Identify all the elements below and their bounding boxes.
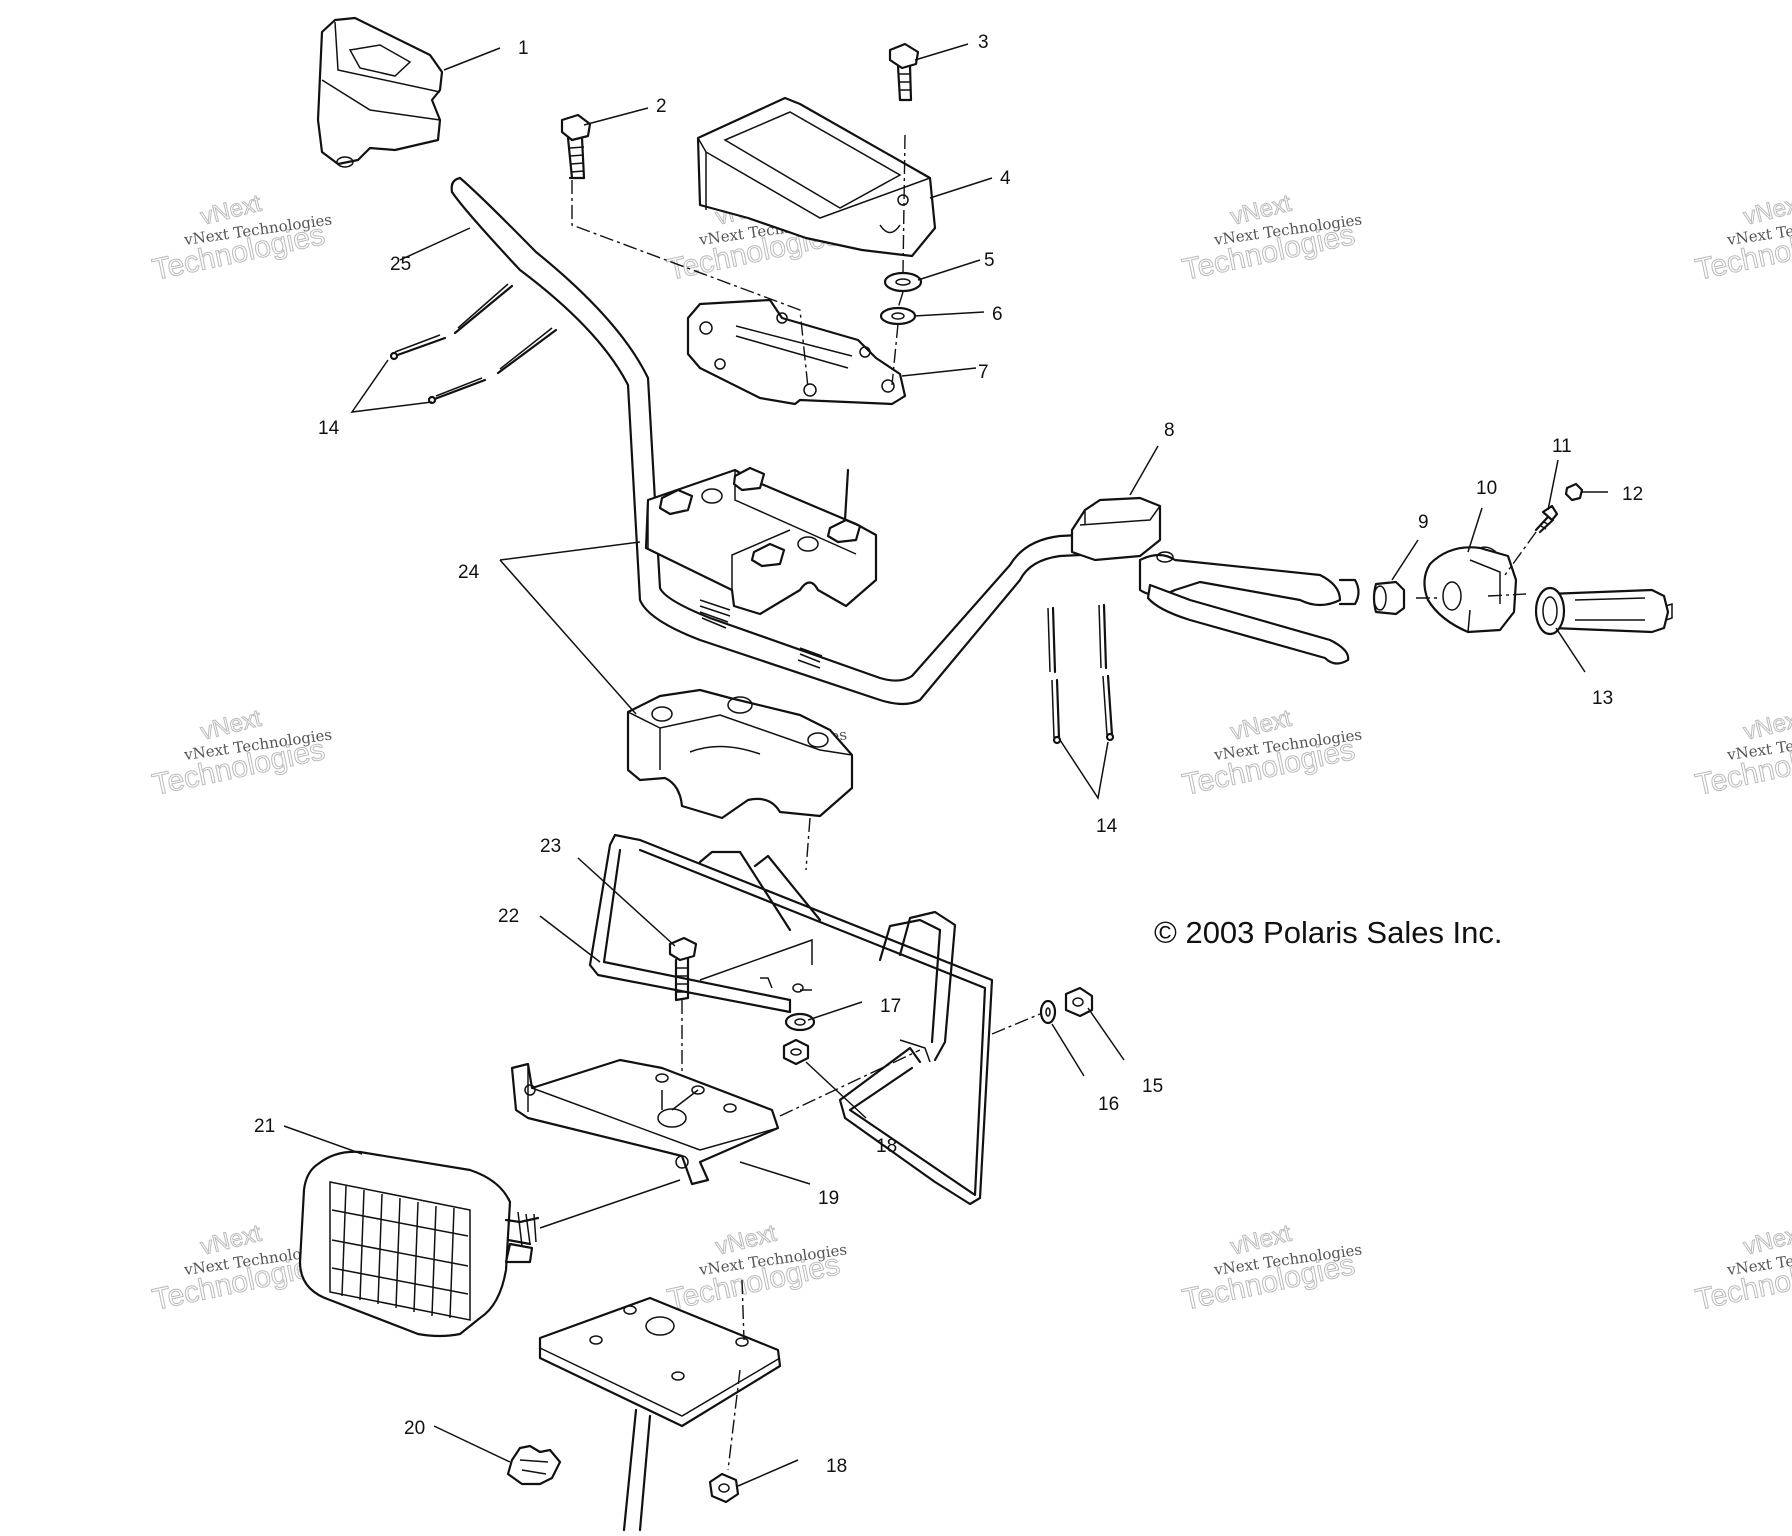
callout-13: 13: [1592, 688, 1613, 709]
callout-14-top: 14: [318, 418, 340, 439]
callout-18-upper: 18: [876, 1136, 897, 1157]
callout-16: 16: [1098, 1094, 1119, 1115]
part-spacer-9: [1372, 580, 1406, 616]
part-throttle-housing: [1423, 546, 1518, 634]
callout-9: 9: [1418, 512, 1429, 533]
assembly-line: [991, 1013, 1041, 1035]
callout-8: 8: [1164, 420, 1175, 441]
watermark: vNext vNext Technologies Technologies: [1692, 1219, 1792, 1317]
callout-5: 5: [984, 250, 995, 271]
leader-lines: [283, 43, 1608, 1487]
watermark: vNext vNext Technologies Technologies: [1179, 189, 1363, 287]
part-bolt-2: [560, 113, 592, 180]
assembly-line: [805, 817, 811, 871]
part-light-bracket: [510, 1058, 780, 1186]
part-screw-11: [1534, 504, 1559, 534]
assembly-line: [891, 134, 906, 386]
watermark: vNext vNext Technologies Technologies: [1692, 189, 1792, 287]
part-handlebar: [450, 176, 1142, 706]
callout-25: 25: [390, 254, 411, 275]
callout-3: 3: [978, 32, 989, 53]
part-headlight: [298, 1150, 540, 1338]
callout-17: 17: [880, 996, 901, 1017]
assembly-line: [779, 1049, 921, 1117]
watermark: vNext vNext Technologies Technologies: [1179, 1219, 1363, 1317]
callout-2: 2: [656, 96, 667, 117]
part-bracket-frame: [588, 833, 994, 1206]
part-washer-17: [784, 1012, 816, 1032]
handlebar-end: [1338, 578, 1360, 606]
part-clamp-upper: [644, 466, 878, 616]
part-bolt-23: [668, 936, 698, 1002]
callout-10: 10: [1476, 478, 1497, 499]
callout-6: 6: [992, 304, 1003, 325]
callout-21: 21: [254, 1116, 275, 1137]
part-threaded-rods-14-right: [1047, 603, 1115, 745]
callout-11: 11: [1552, 436, 1572, 457]
callout-22: 22: [498, 906, 519, 927]
part-nut-15: [1064, 986, 1094, 1018]
part-cover-housing: [316, 16, 444, 168]
callout-23: 23: [540, 836, 561, 857]
callout-7: 7: [978, 362, 989, 383]
callouts: 1 2 3 4 5 6 7 8 9 10 11 12 13 14 14 15 1…: [254, 32, 1643, 1477]
part-grip: [1534, 586, 1673, 636]
watermark: vNext vNext Technologies Technologies: [1692, 704, 1792, 802]
part-lock-washer-6: [879, 306, 917, 326]
assembly-line: [727, 1279, 745, 1471]
part-brake-lever: [1070, 496, 1350, 665]
callout-12: 12: [1622, 484, 1643, 505]
assembly-line: [539, 1179, 681, 1229]
watermark: vNext vNext Technologies Technologies: [149, 704, 333, 802]
callout-18-lower: 18: [826, 1456, 847, 1477]
callout-20: 20: [404, 1418, 425, 1439]
part-mounting-plate: [686, 298, 907, 406]
part-nut-18-upper: [782, 1038, 810, 1066]
part-washer-5: [883, 271, 923, 293]
assembly-line: [571, 180, 809, 389]
part-cap-12: [1564, 482, 1584, 502]
callout-19: 19: [818, 1188, 839, 1209]
watermark: vNext vNext Technologies Technologies: [149, 189, 333, 287]
part-clip-20: [506, 1444, 562, 1486]
watermark: vNext vNext Technologies Technologies: [1179, 704, 1363, 802]
callout-1: 1: [518, 38, 529, 59]
steering-post: [622, 1408, 652, 1532]
callout-15: 15: [1142, 1076, 1163, 1097]
part-washer-16: [1039, 999, 1057, 1025]
part-clamp-lower: [626, 688, 854, 820]
callout-4: 4: [1000, 168, 1011, 189]
part-nut-18-lower: [708, 1472, 740, 1504]
copyright-text: © 2003 Polaris Sales Inc.: [1154, 915, 1503, 950]
part-lower-plate: [538, 1296, 782, 1428]
part-bolt-3: [888, 42, 920, 102]
callout-14-right: 14: [1096, 816, 1118, 837]
part-threaded-rods-14-top: [389, 283, 558, 405]
watermark: vNext vNext Technologies Technologies: [664, 1219, 848, 1317]
assembly-line: [1416, 531, 1537, 599]
part-cover-cap: [696, 96, 937, 258]
callout-24: 24: [458, 562, 480, 583]
